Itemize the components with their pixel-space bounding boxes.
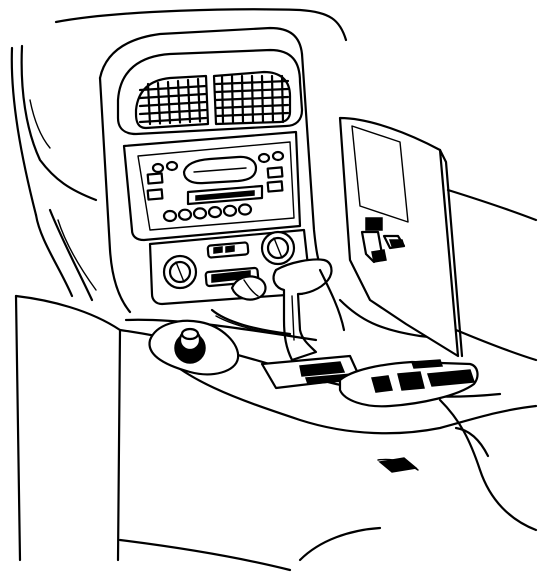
vent-slat (138, 116, 208, 124)
radio-preset-button (207, 206, 223, 219)
radio-preset-button (177, 208, 193, 221)
vent-slat (138, 84, 208, 92)
vent-slat (214, 103, 290, 110)
air-vent-left (134, 74, 210, 130)
radio-knob (151, 162, 165, 174)
vent-slat (214, 95, 290, 102)
vent-slat (138, 108, 208, 116)
vent-slat (214, 79, 290, 86)
vent-slat (138, 100, 208, 108)
vent-slat (138, 92, 208, 100)
radio-preset-button (222, 204, 238, 217)
cup-holder (148, 319, 240, 376)
radio-preset-button (192, 207, 208, 220)
vent-slat (214, 87, 290, 94)
radio-unit (122, 130, 302, 242)
panel-clip (360, 217, 406, 264)
seat-outline (10, 44, 98, 302)
radio-knob (165, 160, 179, 172)
radio-knob (257, 152, 271, 164)
vent-housing (116, 48, 304, 136)
shifter-gate (260, 354, 479, 408)
vent-slat (214, 111, 290, 118)
vent-slat (146, 82, 152, 126)
vent-slat (270, 74, 275, 124)
radio-preset-button (237, 203, 253, 216)
radio-preset-button (162, 209, 178, 223)
radio-knob (271, 150, 285, 162)
air-vent-right (212, 70, 292, 126)
vent-slat (280, 74, 285, 124)
